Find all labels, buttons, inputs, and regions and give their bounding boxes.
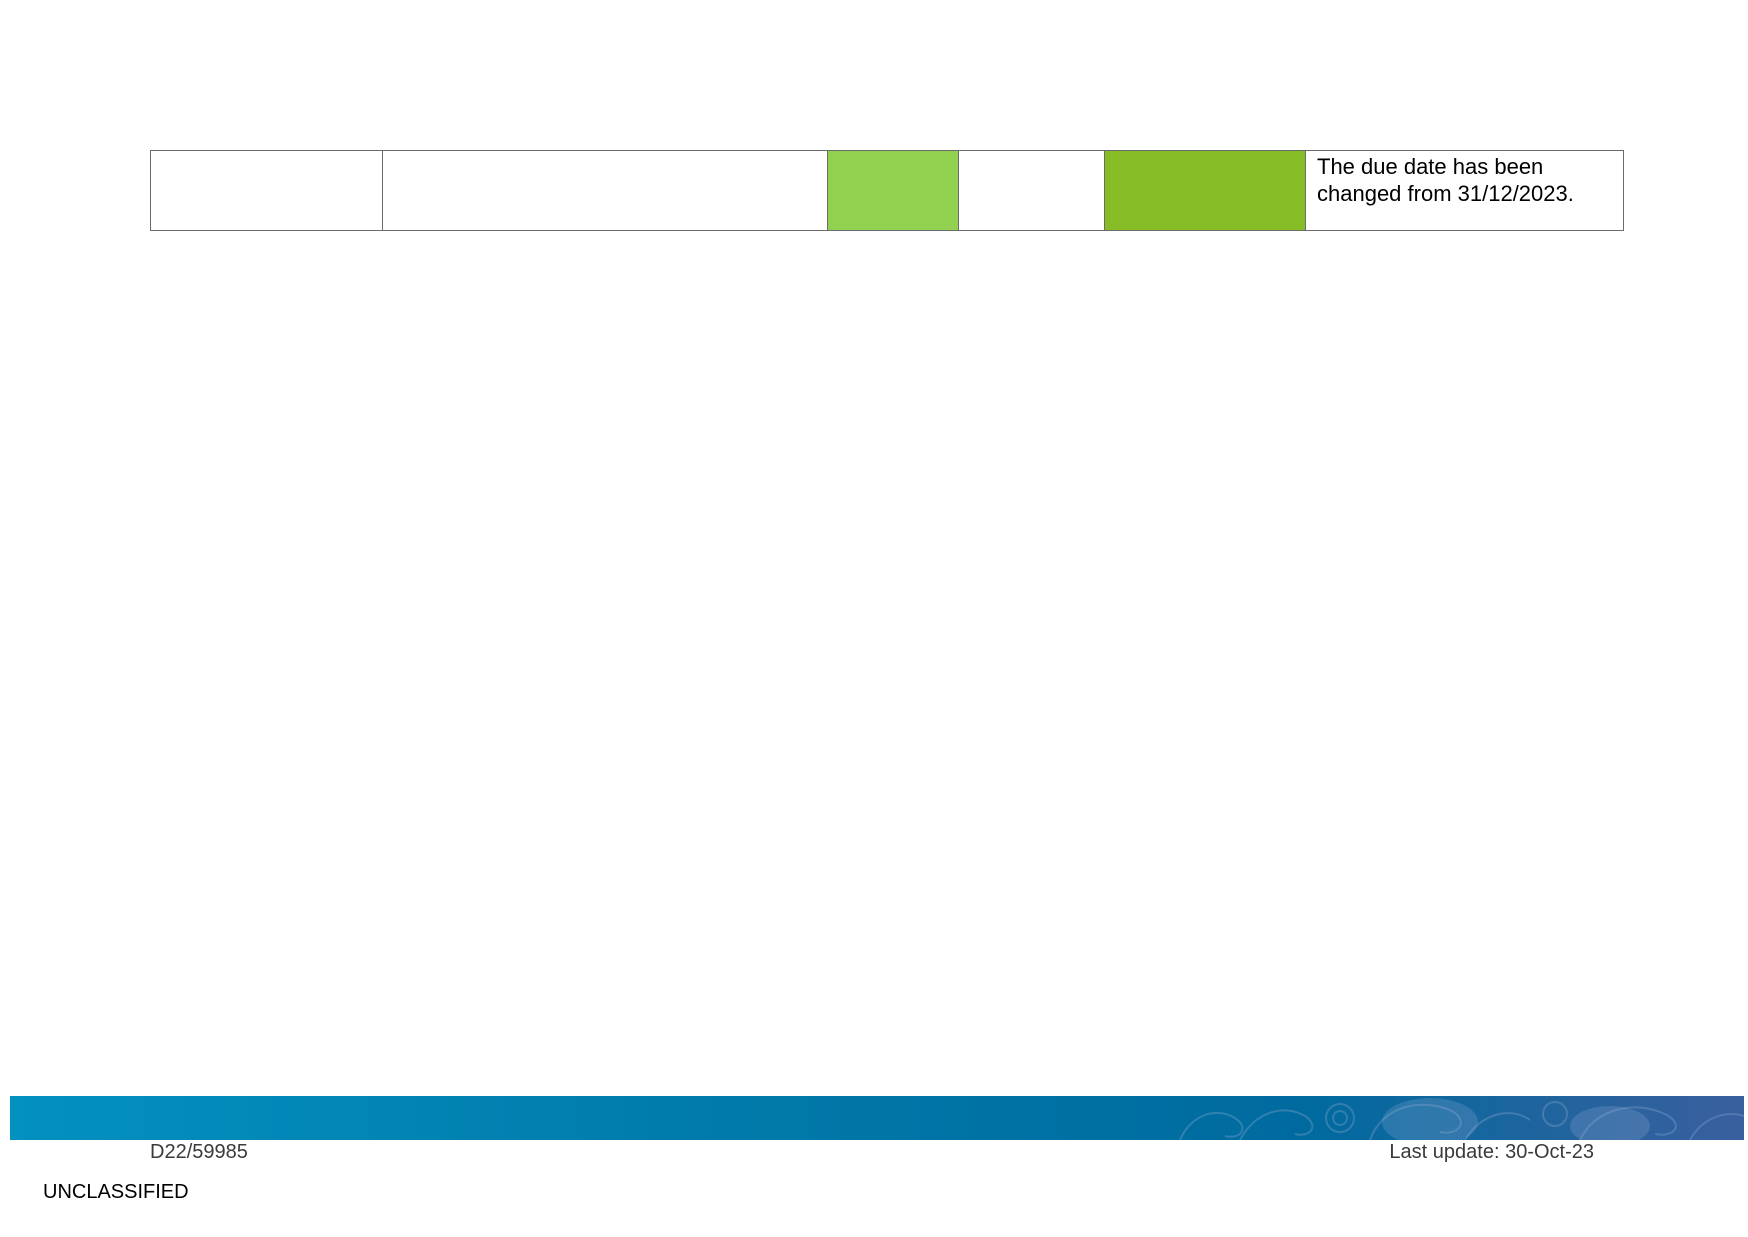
- classification-label: UNCLASSIFIED: [43, 1181, 189, 1203]
- status-cell-dark-green: [1104, 150, 1306, 231]
- last-update-date: Last update: 30-Oct-23: [1389, 1141, 1594, 1163]
- koru-pattern-icon: [1179, 1101, 1744, 1140]
- table-cell-empty: [958, 150, 1105, 231]
- document-reference: D22/59985: [150, 1141, 248, 1163]
- table-cell-empty: [150, 150, 383, 231]
- table-row: The due date has been changed from 31/12…: [150, 150, 1624, 231]
- status-table: The due date has been changed from 31/12…: [150, 150, 1624, 231]
- footer-band-graphic: [10, 1096, 1744, 1140]
- status-cell-light-green: [827, 150, 959, 231]
- comment-cell: The due date has been changed from 31/12…: [1305, 150, 1624, 231]
- table-cell-empty: [382, 150, 828, 231]
- footer-band: [10, 1096, 1744, 1140]
